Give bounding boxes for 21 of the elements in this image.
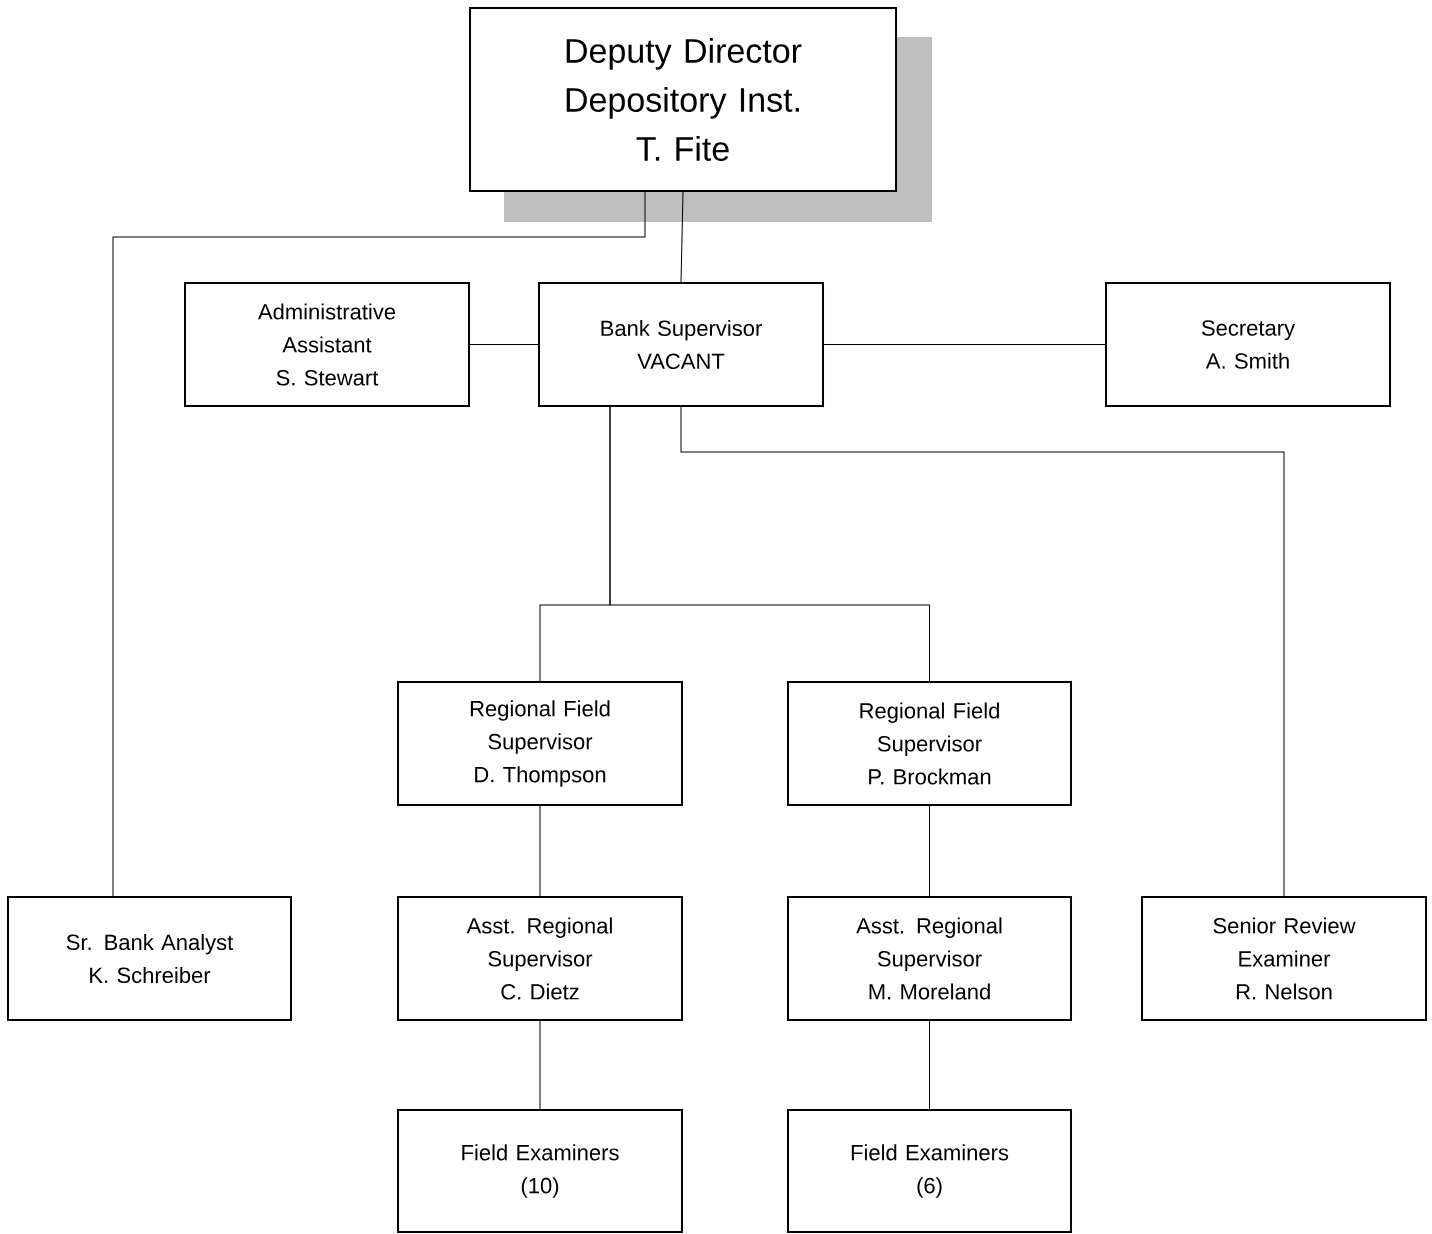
position-box: Regional Field Supervisor P. Brockman (787, 681, 1072, 806)
title-box: Deputy Director Depository Inst. T. Fite (469, 7, 932, 222)
position-box: Administrative Assistant S. Stewart (184, 282, 470, 407)
position-box: Regional Field Supervisor D. Thompson (397, 681, 683, 806)
connector-line (469, 344, 539, 345)
position-box: Secretary A. Smith (1105, 282, 1391, 407)
connector-line (609, 406, 930, 682)
connector-line (929, 1020, 930, 1110)
connector-line (539, 1020, 541, 1110)
connector-line (823, 344, 1106, 345)
position-box: Bank Supervisor VACANT (538, 282, 824, 407)
position-box: Sr. Bank Analyst K. Schreiber (7, 896, 292, 1021)
position-box: Asst. Regional Supervisor M. Moreland (787, 896, 1072, 1021)
position-box: Field Examiners (6) (787, 1109, 1072, 1233)
connector-line (680, 406, 1285, 897)
connector-line (929, 805, 930, 897)
connector-line (680, 191, 684, 283)
position-box: Asst. Regional Supervisor C. Dietz (397, 896, 683, 1021)
position-box: Field Examiners (10) (397, 1109, 683, 1233)
position-box: Senior Review Examiner R. Nelson (1141, 896, 1427, 1021)
connector-line (539, 805, 541, 897)
